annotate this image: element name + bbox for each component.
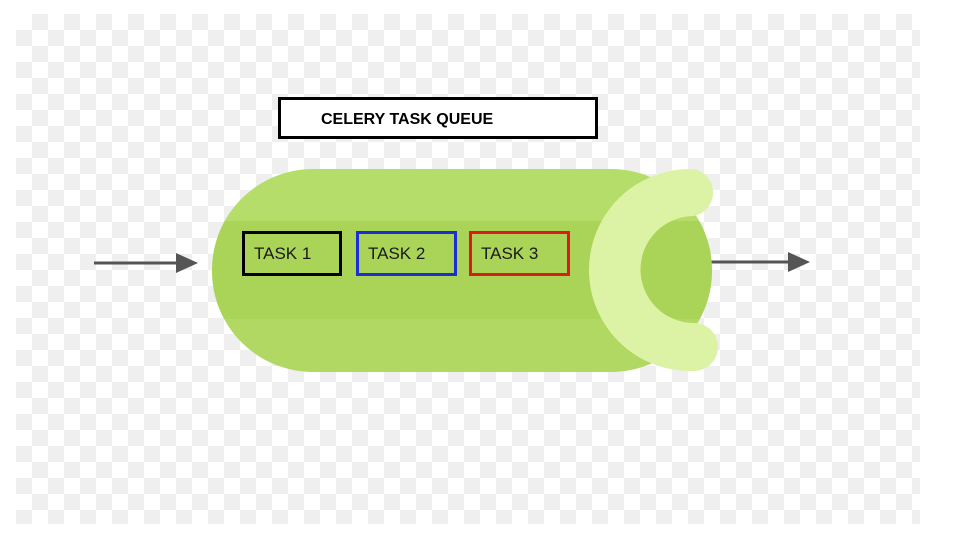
task-3-box: TASK 3: [469, 231, 570, 276]
task-1-label: TASK 1: [254, 244, 312, 263]
task-2-label: TASK 2: [368, 244, 426, 263]
output-arrow: [708, 252, 810, 272]
title-box: CELERY TASK QUEUE: [278, 97, 598, 139]
queue-pipe-opening: [589, 169, 718, 371]
task-2-box: TASK 2: [356, 231, 457, 276]
task-1-box: TASK 1: [242, 231, 342, 276]
diagram-title: CELERY TASK QUEUE: [321, 111, 494, 128]
task-3-label: TASK 3: [481, 244, 539, 263]
input-arrow: [94, 253, 198, 273]
